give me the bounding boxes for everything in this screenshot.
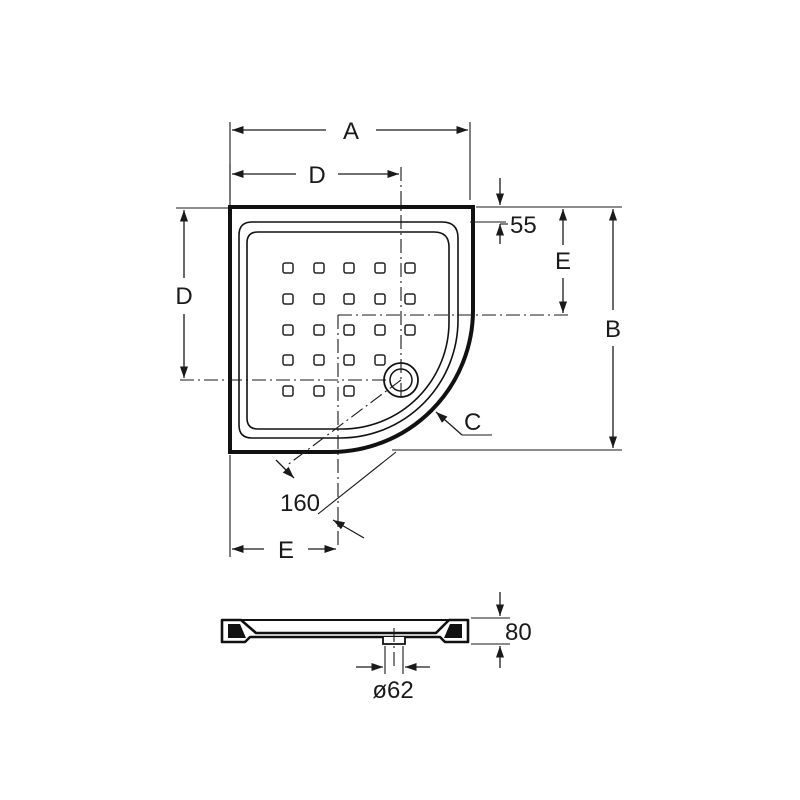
dimension-drain-diameter xyxy=(356,646,430,674)
label-drain-diameter: ø62 xyxy=(372,677,413,704)
profile-view xyxy=(220,618,470,670)
label-c: C xyxy=(464,409,481,436)
dimension-b xyxy=(392,209,622,451)
label-rim: 55 xyxy=(510,212,537,239)
label-d-top: D xyxy=(308,162,325,189)
label-e-bottom: E xyxy=(278,537,294,564)
dimension-rim-55 xyxy=(470,178,622,244)
tray-basin-floor xyxy=(246,231,450,430)
dimension-height-80 xyxy=(471,592,510,668)
label-e-right: E xyxy=(555,248,571,275)
tray-basin-rim xyxy=(238,221,459,439)
label-a: A xyxy=(343,118,359,145)
label-160: 160 xyxy=(280,490,320,517)
dimension-e-bottom xyxy=(229,455,336,557)
dimension-d-left xyxy=(176,207,228,378)
dimension-d-top xyxy=(229,164,399,205)
plan-view xyxy=(180,167,570,545)
label-d-left: D xyxy=(175,283,192,310)
anti-slip-pattern xyxy=(282,262,416,397)
dimension-c xyxy=(435,411,492,436)
label-height: 80 xyxy=(505,619,532,646)
dimension-160 xyxy=(275,451,397,539)
label-b: B xyxy=(605,316,621,343)
